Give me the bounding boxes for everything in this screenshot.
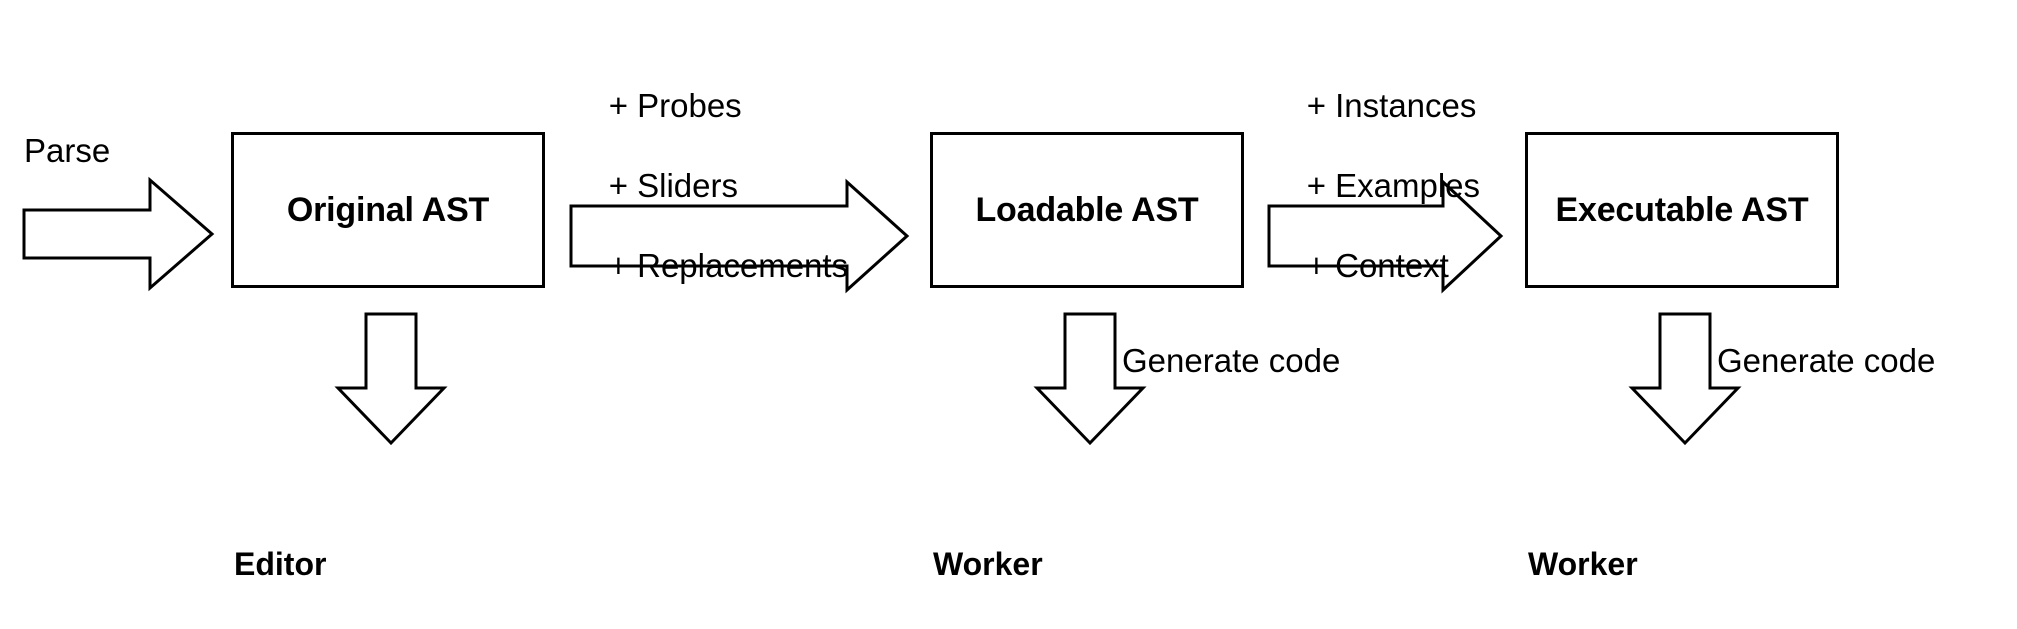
stage-label-original-ast: Original AST	[286, 190, 490, 229]
stage-label-executable-ast: Executable AST	[1555, 190, 1809, 229]
worker-loadable-caption-title: Worker	[933, 546, 1043, 582]
loadable-to-executable-arrow-label: + Instances + Examples + Context	[1270, 46, 1480, 326]
original-to-loadable-arrow-icon	[569, 178, 910, 294]
arrow-label-line: + Examples	[1306, 167, 1481, 204]
arrow-label-line: + Instances	[1306, 87, 1477, 124]
arrow-label-line: + Context	[1306, 247, 1449, 284]
parse-arrow-label: Parse	[24, 132, 111, 169]
worker-executable-caption-title: Worker	[1528, 546, 1638, 582]
stage-box-executable-ast[interactable]: Executable AST	[1525, 132, 1839, 288]
worker-loadable-down-arrow-icon	[1033, 312, 1147, 446]
parse-arrow-icon	[22, 176, 215, 292]
worker-executable-caption: Worker Code used when executing examples	[1528, 462, 1914, 629]
loadable-to-executable-arrow-icon	[1267, 178, 1504, 294]
stage-label-loadable-ast: Loadable AST	[975, 190, 1199, 229]
original-to-loadable-arrow-label: + Probes + Sliders + Replacements	[572, 46, 848, 326]
worker-loadable-down-arrow-label: Generate code	[1122, 342, 1341, 379]
worker-executable-down-arrow-icon	[1628, 312, 1742, 446]
worker-executable-down-arrow-label: Generate code	[1717, 342, 1936, 379]
worker-loadable-caption: Worker Code used when module is loaded b…	[933, 462, 1319, 629]
stage-box-original-ast[interactable]: Original AST	[231, 132, 545, 288]
arrow-label-line: + Sliders	[608, 167, 738, 204]
editor-caption-title: Editor	[234, 546, 327, 582]
editor-down-arrow-icon	[334, 312, 448, 446]
arrow-label-line: + Replacements	[608, 247, 849, 284]
arrow-label-line: + Probes	[608, 87, 742, 124]
stage-box-loadable-ast[interactable]: Loadable AST	[930, 132, 1244, 288]
editor-caption: Editor AST used as lookup for user actio…	[234, 462, 566, 629]
